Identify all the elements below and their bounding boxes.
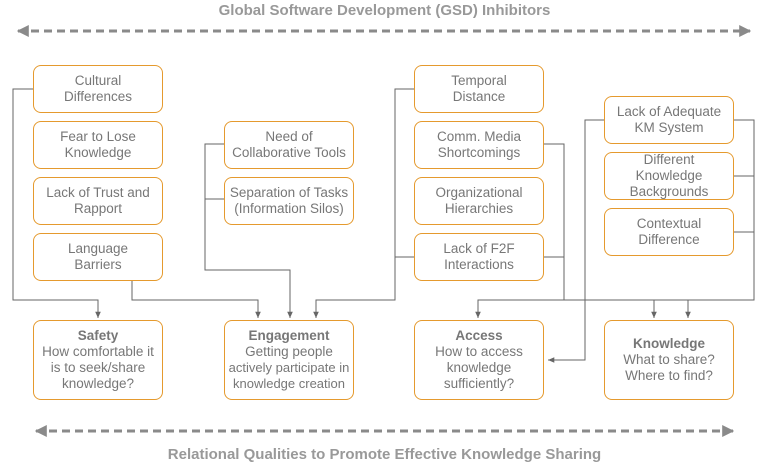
inhibitor-line: Language — [67, 241, 129, 256]
inhibitor-line: Organizational — [435, 185, 523, 200]
inhibitors-title: Global Software Development (GSD) Inhibi… — [218, 2, 551, 19]
inhibitor-temporal-distance: Temporal Distance — [414, 65, 544, 113]
inhibitor-line: Temporal — [451, 73, 507, 88]
inhibitor-fear-to-lose-knowledge: Fear to Lose Knowledge — [33, 121, 163, 169]
inhibitor-need-of-collaborative-tools: Need of Collaborative Tools — [224, 121, 354, 169]
inhibitor-line: (Information Silos) — [234, 201, 344, 216]
inhibitor-lack-of-km-system: Lack of Adequate KM System — [604, 96, 734, 144]
inhibitor-line: Distance — [452, 89, 506, 104]
inhibitor-line: Backgrounds — [629, 184, 709, 199]
inhibitor-line: Knowledge — [635, 168, 703, 183]
inhibitor-line: Differences — [63, 89, 133, 104]
inhibitor-lack-of-trust: Lack of Trust and Rapport — [33, 177, 163, 225]
quality-name: Access — [455, 328, 503, 343]
quality-desc-line: knowledge? — [61, 376, 135, 391]
inhibitor-line: Knowledge — [64, 145, 132, 160]
inhibitor-line: Lack of Trust and — [46, 185, 150, 200]
inhibitor-separation-of-tasks: Separation of Tasks (Information Silos) — [224, 177, 354, 225]
inhibitor-line: Hierarchies — [444, 201, 514, 216]
quality-desc-line: How comfortable it — [42, 344, 154, 359]
inhibitor-line: Different — [643, 152, 695, 167]
inhibitor-lack-of-f2f: Lack of F2F Interactions — [414, 233, 544, 281]
inhibitor-line: Interactions — [444, 257, 514, 272]
quality-name: Engagement — [248, 328, 330, 343]
inhibitor-line: Barriers — [74, 257, 122, 272]
inhibitor-line: KM System — [634, 120, 704, 135]
inhibitor-language-barriers: Language Barriers — [33, 233, 163, 281]
inhibitor-line: Difference — [638, 232, 700, 247]
inhibitor-line: Need of — [265, 129, 313, 144]
quality-desc-line: How to access — [435, 344, 523, 359]
inhibitor-line: Comm. Media — [436, 129, 522, 144]
quality-name: Safety — [77, 328, 119, 343]
quality-desc-line: knowledge creation — [232, 376, 346, 391]
inhibitor-knowledge-backgrounds: Different Knowledge Backgrounds — [604, 152, 734, 200]
connector-lines — [12, 88, 755, 363]
quality-desc-line: Where to find? — [625, 368, 713, 383]
inhibitor-line: Separation of Tasks — [229, 185, 349, 200]
quality-desc-line: sufficiently? — [443, 376, 515, 391]
quality-access: Access How to access knowledge sufficien… — [414, 320, 544, 400]
inhibitor-line: Shortcomings — [437, 145, 521, 160]
inhibitor-contextual-difference: Contextual Difference — [604, 208, 734, 256]
inhibitor-line: Contextual — [636, 216, 702, 231]
quality-name: Knowledge — [632, 336, 705, 351]
quality-engagement: Engagement Getting people actively parti… — [224, 320, 354, 400]
quality-desc-line: What to share? — [623, 352, 715, 367]
quality-safety: Safety How comfortable it is to seek/sha… — [33, 320, 163, 400]
inhibitor-line: Lack of F2F — [443, 241, 515, 256]
quality-desc-line: actively participate in — [228, 360, 350, 375]
inhibitor-line: Rapport — [73, 201, 123, 216]
inhibitor-line: Collaborative Tools — [232, 145, 346, 160]
quality-desc-line: knowledge — [446, 360, 512, 375]
inhibitor-line: Cultural — [74, 73, 122, 88]
quality-desc-line: is to seek/share — [50, 360, 146, 375]
quality-knowledge: Knowledge What to share? Where to find? — [604, 320, 734, 400]
inhibitor-organizational-hierarchies: Organizational Hierarchies — [414, 177, 544, 225]
qualities-title: Relational Qualities to Promote Effectiv… — [167, 446, 602, 463]
inhibitor-cultural-differences: Cultural Differences — [33, 65, 163, 113]
inhibitor-line: Lack of Adequate — [616, 104, 722, 119]
inhibitor-line: Fear to Lose — [60, 129, 136, 144]
inhibitor-comm-media-shortcomings: Comm. Media Shortcomings — [414, 121, 544, 169]
quality-desc-line: Getting people — [245, 344, 333, 359]
